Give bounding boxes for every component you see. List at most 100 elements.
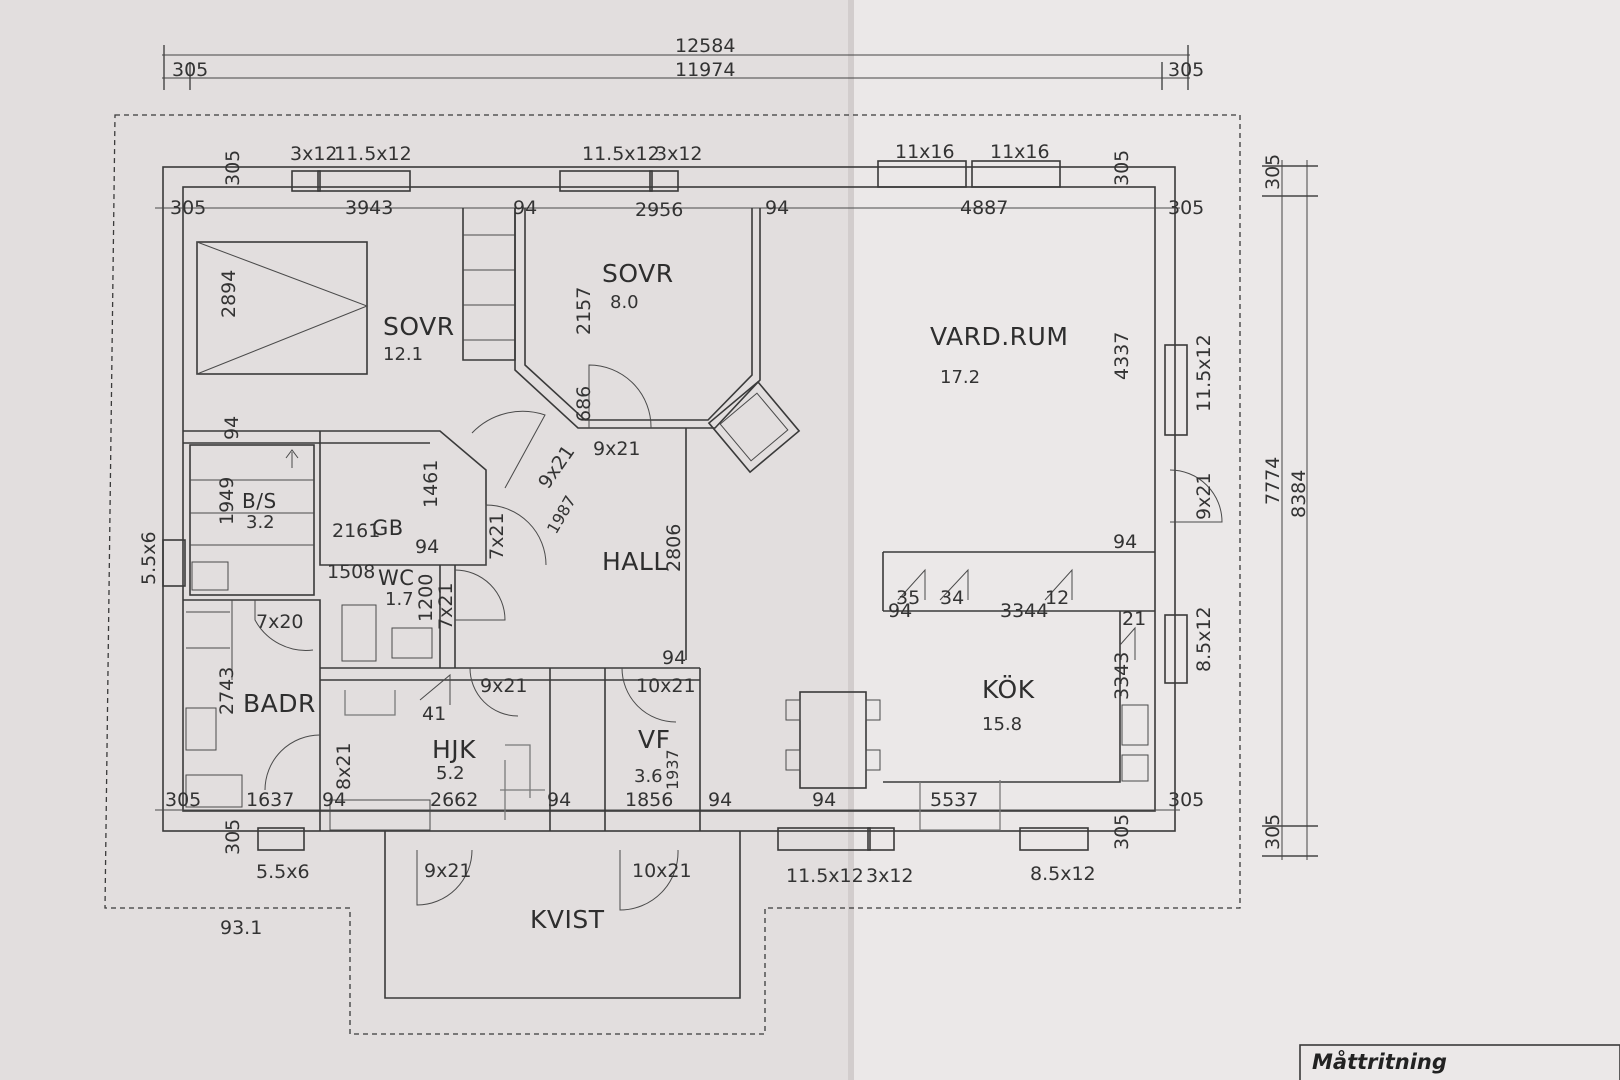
dim-label: 3943 [345,197,393,219]
dim-top-inner: 11974 [675,59,735,81]
paper-fold [848,0,854,1080]
dim-top-overall: 12584 [675,35,735,57]
room-name-kok: KÖK [982,675,1035,704]
window-label: 8.5x12 [1193,606,1215,672]
opening-labels: 3x12 11.5x12 11.5x12 3x12 11x16 11x16 11… [138,141,1215,887]
dim-top-end-right: 305 [1168,59,1204,81]
dim-label: 1461 [420,460,442,508]
room-area-kok: 15.8 [982,714,1022,735]
door-label: 9x21 [424,860,472,882]
window-label: 11x16 [990,141,1050,163]
door-label: 9x21 [593,438,641,460]
door-label: 8x21 [333,742,355,790]
window-label: 11.5x12 [582,143,660,165]
window-label: 11.5x12 [334,143,412,165]
room-area-wc: 1.7 [385,589,414,610]
room-area-bs: 3.2 [246,512,275,533]
dim-right-inner: 7774 [1262,457,1284,505]
door-label: 9x21 [480,675,528,697]
room-name-bs: B/S [242,489,277,513]
dim-label: 94 [547,789,571,811]
dim-label: 1856 [625,789,673,811]
window-label: 5.5x6 [138,531,160,585]
window-label: 8.5x12 [1030,863,1096,885]
paper-left-half [0,0,852,1080]
exterior-walls [155,166,1180,832]
dim-label: 21 [1122,608,1146,630]
room-name-vf: VF [638,725,670,754]
dim-label: 5537 [930,789,978,811]
furniture [185,241,1149,831]
paper-right-half [852,0,1620,1080]
dim-label: 305 [222,819,244,855]
title-block: Måttritning [1299,1044,1620,1080]
dim-label: 94 [513,197,537,219]
room-name-hall: HALL [602,547,668,576]
dim-label: 94 [888,600,912,622]
kitchen-cabinet-marks [419,568,1136,705]
door-swings [254,364,1223,911]
dim-right-end-bottom: 305 [1262,814,1284,850]
room-name-kvist: KVIST [530,905,605,934]
dim-label: 686 [573,386,595,422]
windows [162,160,1188,851]
top-dimension-lines [162,45,1190,90]
window-label: 3x12 [655,143,703,165]
window-label: 11.5x12 [786,865,864,887]
room-name-hjk: HJK [432,735,476,764]
dim-label: 41 [422,703,446,725]
door-label: 7x21 [435,582,457,630]
room-area-sovr-2: 8.0 [610,292,639,313]
dim-label: 2743 [216,667,238,715]
dim-label: 12 [1045,587,1069,609]
dimension-texts: 305 3943 94 2956 94 4887 305 305 305 289… [165,150,1204,939]
dim-label: 94 [322,789,346,811]
room-area-vf: 3.6 [634,766,663,787]
roof-outline [104,114,1241,1035]
dim-label: 35 [896,587,920,609]
dim-label: 3344 [1000,600,1048,622]
dim-label: 3343 [1111,652,1133,700]
dim-label: 94 [662,647,686,669]
dim-label: 1637 [246,789,294,811]
dim-label: 305 [1168,197,1204,219]
dim-label: 94 [708,789,732,811]
window-label: 3x12 [866,865,914,887]
dim-label: 2894 [218,270,240,318]
dim-label: 305 [222,150,244,186]
dim-label: 2161 [332,520,380,542]
dim-label: 2662 [430,789,478,811]
dim-label: 1949 [216,477,238,525]
dim-right-overall: 8384 [1288,470,1310,518]
dim-label: 94 [812,789,836,811]
right-dimension-texts: 7774 8384 305 305 [1262,154,1310,850]
dim-label: 94 [415,536,439,558]
dim-top-end-left: 305 [172,59,208,81]
dim-label: 1200 [415,574,437,622]
dim-right-end-top: 305 [1262,154,1284,190]
dim-label: 34 [940,587,964,609]
dim-label: 305 [1111,814,1133,850]
door-label: 7x21 [486,512,508,560]
room-name-sovr-1: SOVR [383,312,455,341]
door-label: 10x21 [632,860,692,882]
dim-label: 2157 [573,287,595,335]
pencil-marks [344,690,1001,831]
window-label: 3x12 [290,143,338,165]
dim-label: 4337 [1111,332,1133,380]
title-block-title: Måttritning [1312,1049,1447,1074]
room-name-sovr-2: SOVR [602,259,674,288]
right-dimension-lines [1262,160,1318,860]
room-area-hjk: 5.2 [436,763,465,784]
porch-outline [384,831,741,999]
door-label: 9x21 [1193,472,1215,520]
dim-label: 94 [765,197,789,219]
room-labels: SOVR 12.1 SOVR 8.0 VARD.RUM 17.2 B/S 3.2… [242,259,1068,934]
door-label: 10x21 [636,675,696,697]
dim-label: 305 [170,197,206,219]
dim-label: 94 [221,416,243,440]
dim-label: 1508 [327,561,375,583]
window-label: 11.5x12 [1193,334,1215,412]
window-label: 11x16 [895,141,955,163]
